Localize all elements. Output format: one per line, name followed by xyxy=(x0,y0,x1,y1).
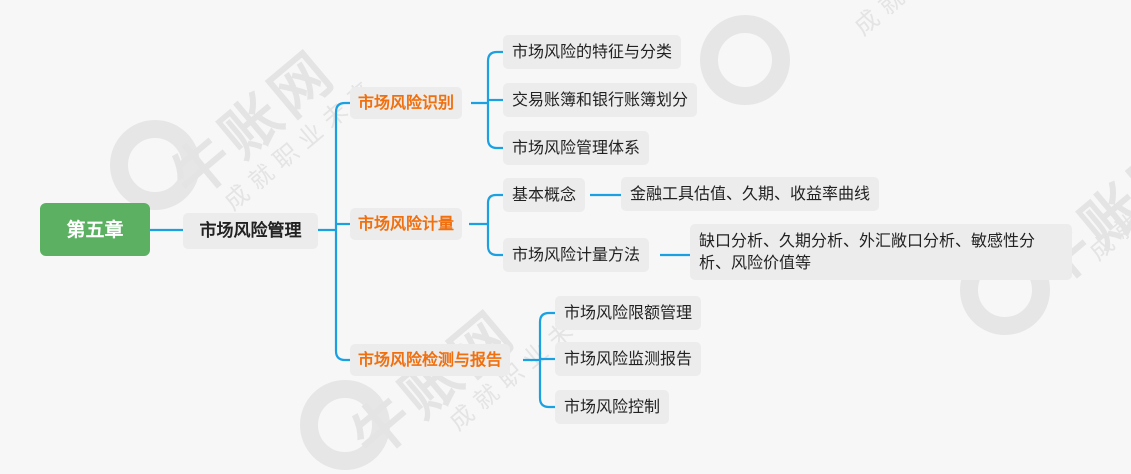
link-branch-monitoring xyxy=(334,230,350,362)
node-risk-features-classification[interactable]: 市场风险的特征与分类 xyxy=(503,35,682,69)
branch-market-risk-identification[interactable]: 市场风险识别 xyxy=(350,87,463,119)
node-limit-management[interactable]: 市场风险限额管理 xyxy=(555,296,702,330)
node-monitoring-report[interactable]: 市场风险监测报告 xyxy=(555,342,702,376)
node-basic-concepts[interactable]: 基本概念 xyxy=(503,178,586,212)
link-child-methods xyxy=(486,224,503,257)
link-child-control xyxy=(538,360,555,409)
node-basic-concepts-detail[interactable]: 金融工具估值、久期、收益率曲线 xyxy=(621,177,880,211)
link-child-system xyxy=(486,103,503,150)
branch-market-risk-monitoring-reporting[interactable]: 市场风险检测与报告 xyxy=(350,344,511,376)
node-measurement-methods[interactable]: 市场风险计量方法 xyxy=(503,238,650,272)
node-risk-control[interactable]: 市场风险控制 xyxy=(555,390,670,424)
node-risk-management-system[interactable]: 市场风险管理体系 xyxy=(503,131,650,165)
link-branch-identification xyxy=(334,101,350,230)
node-measurement-methods-detail[interactable]: 缺口分析、久期分析、外汇敞口分析、敏感性分析、风险价值等 xyxy=(690,224,1072,280)
link-child-features xyxy=(486,50,503,103)
node-trading-banking-book[interactable]: 交易账簿和银行账簿划分 xyxy=(503,83,698,117)
mindmap-connectors xyxy=(150,50,690,409)
mindmap-main-topic[interactable]: 市场风险管理 xyxy=(183,213,318,249)
mindmap-root-node[interactable]: 第五章 xyxy=(40,203,150,256)
branch-market-risk-measurement[interactable]: 市场风险计量 xyxy=(350,208,463,240)
link-child-limit xyxy=(538,311,555,360)
link-child-basic xyxy=(486,193,503,224)
